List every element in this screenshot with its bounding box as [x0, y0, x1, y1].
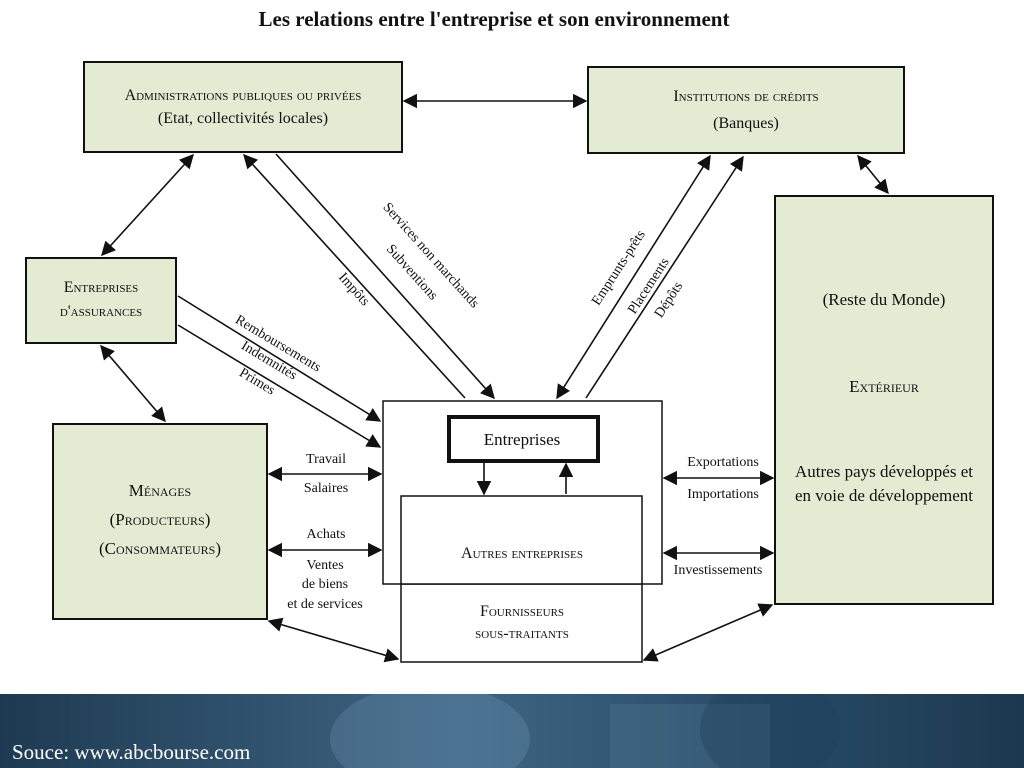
box-institutions-credits: Institutions de crédits (Banques) [587, 66, 905, 154]
arrow-assurance-menages [100, 344, 166, 423]
footer-band [0, 694, 1024, 768]
arrow-credit-exterieur [857, 154, 889, 195]
fournisseurs-label-2: sous-traitants [475, 625, 569, 642]
menages-label-2: (Producteurs) [110, 510, 211, 529]
arrow-primes [177, 324, 382, 448]
arrow-admin-assurance [101, 153, 194, 257]
label-ventes-3: et de services [287, 597, 362, 612]
menages-label-3: (Consommateurs) [99, 539, 221, 558]
label-salaires: Salaires [304, 481, 348, 496]
source-credit: Souce: www.abcbourse.com [12, 740, 251, 764]
label-importations: Importations [687, 487, 759, 502]
box-fournisseurs [400, 583, 643, 663]
box-administrations: Administrations publiques ou privées (Et… [83, 61, 403, 153]
entreprises-label: Entreprises [484, 430, 560, 449]
box-exterieur: (Reste du Monde) Extérieur Autres pays d… [774, 195, 994, 605]
assurance-label-2: d'assurances [60, 303, 142, 320]
autres-label: Autres entreprises [461, 545, 583, 562]
assurance-label-1: Entreprises [64, 279, 139, 296]
label-investissements: Investissements [674, 563, 763, 578]
label-ventes-2: de biens [302, 577, 348, 592]
arrow-remboursements [177, 295, 382, 422]
credit-label-1: Institutions de crédits [673, 88, 818, 105]
box-autres-entreprises [400, 495, 643, 585]
arrow-services [275, 153, 495, 400]
arrow-menages-fournisseurs [267, 617, 400, 663]
box-entreprises [447, 415, 600, 463]
label-travail: Travail [306, 452, 346, 467]
diagram-title: Les relations entre l'entreprise et son … [259, 7, 730, 31]
label-achats: Achats [307, 527, 346, 542]
exterieur-label-3: Autres pays développés et [795, 462, 973, 481]
label-ventes-1: Ventes [306, 558, 343, 573]
box-assurances: Entreprises d'assurances [25, 257, 177, 344]
credit-label-2: (Banques) [713, 115, 779, 132]
admin-label-1: Administrations publiques ou privées [125, 87, 362, 104]
footer-decoration [610, 704, 770, 768]
exterieur-label-1: (Reste du Monde) [823, 290, 946, 309]
relations-diagram: Les relations entre l'entreprise et son … [25, 7, 994, 663]
footer-decoration [700, 694, 840, 768]
arrow-emprunts [556, 154, 711, 400]
label-exportations: Exportations [687, 455, 759, 470]
arrow-impots [243, 153, 466, 399]
admin-label-2: (Etat, collectivités locales) [158, 110, 328, 127]
exterieur-label-2: Extérieur [849, 377, 919, 396]
menages-label-1: Ménages [129, 481, 191, 500]
arrow-fournisseurs-exterieur [642, 603, 774, 662]
fournisseurs-label-1: Fournisseurs [480, 603, 564, 620]
box-menages: Ménages (Producteurs) (Consommateurs) [52, 423, 268, 620]
footer-decoration [330, 694, 530, 768]
arrow-placements [585, 155, 744, 399]
exterieur-label-4: en voie de développement [795, 486, 973, 505]
